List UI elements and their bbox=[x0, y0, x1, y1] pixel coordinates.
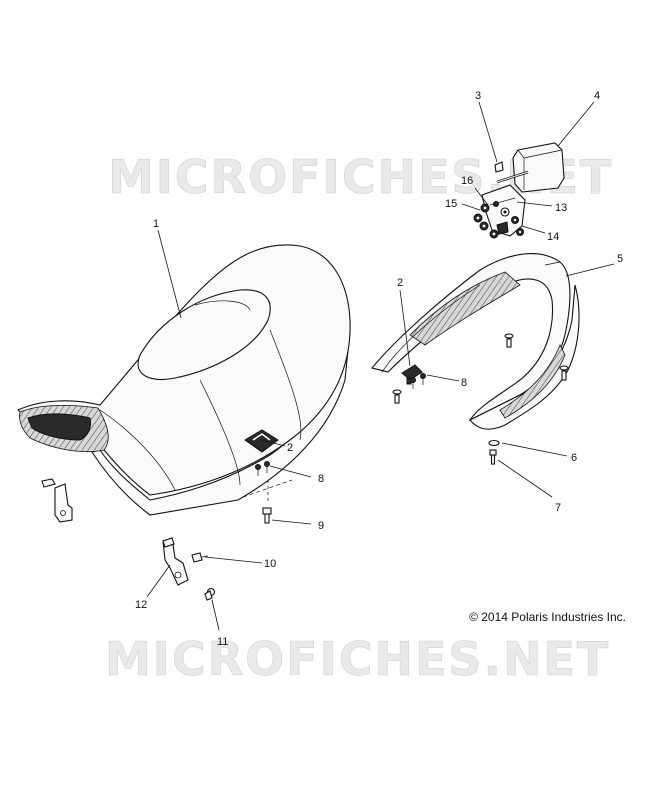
tail-light-4[interactable] bbox=[512, 142, 565, 193]
leader-lines bbox=[146, 101, 615, 631]
watermark-bottom: MICROFICHES.NET bbox=[105, 632, 610, 686]
rail-fasteners[interactable] bbox=[392, 333, 569, 404]
nuts-14-15-16[interactable] bbox=[473, 203, 524, 239]
callout-1: 1 bbox=[153, 218, 159, 230]
rivet-10[interactable] bbox=[191, 552, 209, 563]
latch-2-rail[interactable] bbox=[401, 364, 423, 385]
callout-2-rail: 2 bbox=[397, 277, 403, 289]
callout-2-seat: 2 bbox=[287, 442, 293, 454]
washer-6[interactable] bbox=[488, 439, 500, 447]
bracket-12[interactable] bbox=[162, 537, 189, 586]
callout-4: 4 bbox=[594, 90, 600, 102]
callout-8-rail: 8 bbox=[461, 377, 467, 389]
grab-rail-5[interactable] bbox=[371, 253, 580, 430]
callout-15: 15 bbox=[445, 198, 457, 210]
callouts: 1 2 2 3 4 5 6 7 8 8 9 10 11 12 13 14 15 … bbox=[135, 90, 623, 648]
callout-9: 9 bbox=[318, 520, 324, 532]
bolt-3[interactable] bbox=[494, 161, 529, 184]
bolt-9[interactable] bbox=[262, 507, 272, 524]
callout-8-seat: 8 bbox=[318, 473, 324, 485]
callout-6: 6 bbox=[571, 452, 577, 464]
screw-8-left[interactable] bbox=[255, 461, 270, 477]
callout-12: 12 bbox=[135, 599, 147, 611]
callout-16: 16 bbox=[461, 175, 473, 187]
callout-3: 3 bbox=[475, 90, 481, 102]
copyright-notice: © 2014 Polaris Industries Inc. bbox=[469, 610, 626, 624]
screw-8-right[interactable] bbox=[410, 373, 426, 390]
callout-5: 5 bbox=[617, 253, 623, 265]
callout-13: 13 bbox=[555, 202, 567, 214]
callout-11: 11 bbox=[217, 636, 228, 648]
seat-part[interactable] bbox=[17, 244, 351, 516]
callout-14: 14 bbox=[547, 231, 559, 243]
bolt-7[interactable] bbox=[489, 449, 497, 465]
callout-7: 7 bbox=[555, 502, 561, 514]
callout-10: 10 bbox=[264, 558, 276, 570]
seat-front-bracket[interactable] bbox=[41, 478, 73, 523]
screw-11[interactable] bbox=[204, 587, 216, 601]
